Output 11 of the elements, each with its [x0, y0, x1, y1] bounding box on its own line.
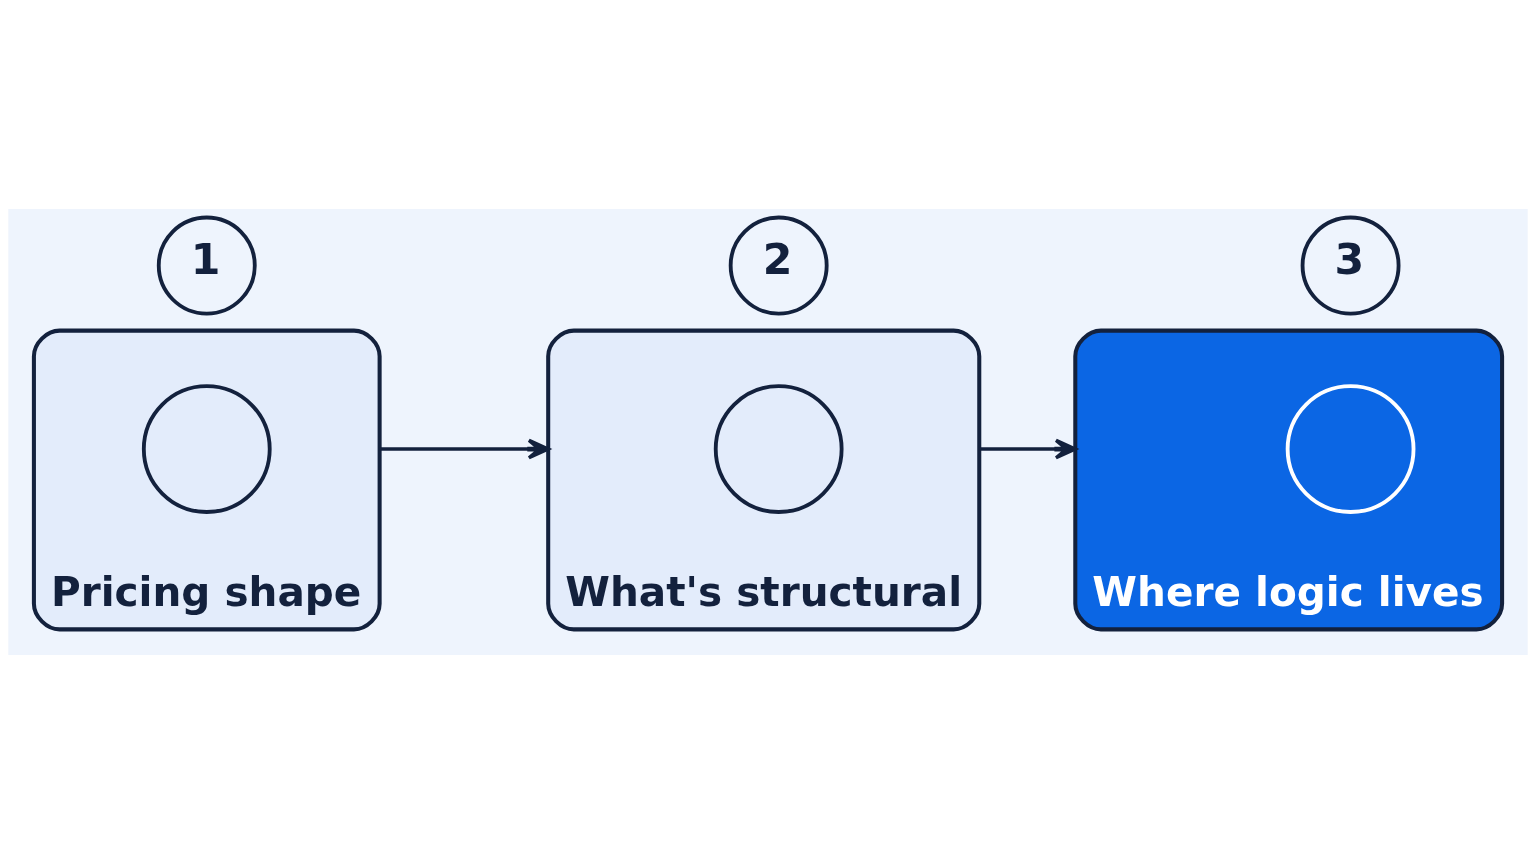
node-circle — [713, 384, 844, 514]
arrow — [379, 438, 550, 460]
cluster: Pricing shape — [31, 328, 382, 632]
node-circle: 1 — [156, 215, 257, 316]
node-circle — [141, 384, 272, 514]
cluster: Where logic lives — [1073, 328, 1505, 632]
node-circle — [1285, 384, 1416, 514]
cluster: What's structural — [546, 328, 982, 632]
node-circle: 3 — [1300, 215, 1401, 316]
arrow — [979, 438, 1077, 460]
node-circle: 2 — [728, 215, 829, 316]
